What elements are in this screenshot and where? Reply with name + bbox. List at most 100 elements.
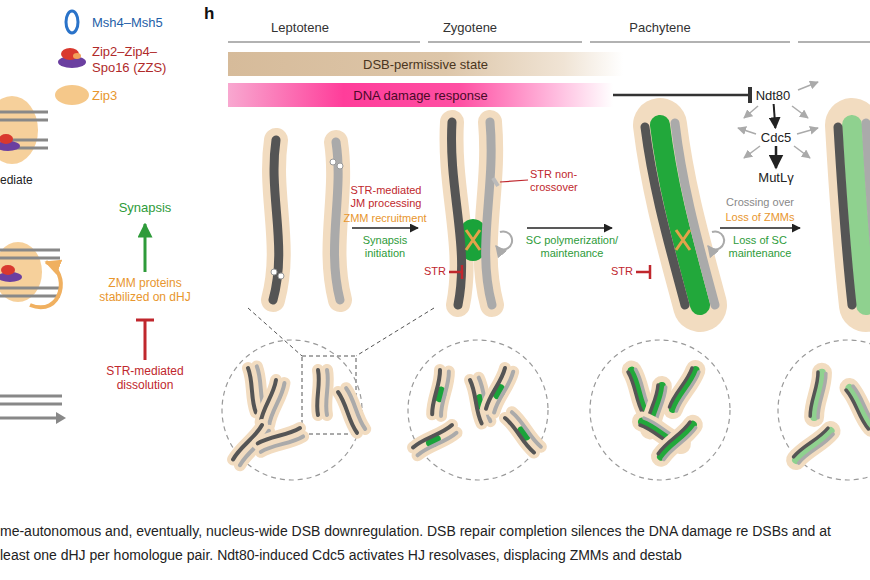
chromosome-pair xyxy=(412,424,457,457)
nucleus-outline xyxy=(408,340,548,480)
dsb-mark xyxy=(271,269,277,275)
zip3-shape xyxy=(0,96,38,164)
chromosome-pair xyxy=(317,370,328,415)
figure-caption: me-autonomous and, eventually, nucleus-w… xyxy=(0,520,840,568)
chromosome xyxy=(866,123,870,305)
node-text: MutLγ xyxy=(758,170,793,185)
chromosome-pair xyxy=(257,427,303,452)
legend-text: Zip3 xyxy=(92,88,117,103)
chromosome xyxy=(838,127,852,305)
stage-heading: Pachytene xyxy=(610,20,710,36)
msh4-msh5-icon xyxy=(66,11,78,33)
node-text: DSB-permissive state xyxy=(363,57,488,72)
annotation-text: Loss of SC maintenance xyxy=(712,234,808,260)
signal-arrow xyxy=(792,106,808,118)
chromatin-halo xyxy=(452,122,462,305)
state-band: DSB-permissive state xyxy=(228,52,623,76)
dsb-mark xyxy=(330,159,336,165)
signal-arrow xyxy=(738,128,756,134)
annotation-text: STR non-crossover xyxy=(530,168,610,194)
stage-arrow xyxy=(720,227,800,229)
dna-strand xyxy=(0,396,62,418)
annotation-text: ediate xyxy=(0,173,60,187)
annotation-text: Crossing over xyxy=(712,196,808,209)
chromosome-pair xyxy=(260,380,285,426)
chromosome-pair xyxy=(485,367,515,413)
chromosome xyxy=(452,122,462,305)
nucleus-outline xyxy=(778,340,870,480)
chromosome-pair xyxy=(337,388,366,433)
diplotene-chromosomes xyxy=(838,123,870,305)
annotation-text: Synapsis xyxy=(105,200,185,216)
inhibit-arrow xyxy=(136,320,154,360)
nucleus-outline xyxy=(590,340,730,480)
signal-node: Ndt80 xyxy=(750,86,796,104)
dsb-mark xyxy=(278,273,284,279)
node-text: DNA damage response xyxy=(353,88,487,103)
panel-letter: h xyxy=(204,4,224,24)
signal-arrow xyxy=(744,146,760,158)
annotation-text: STR xyxy=(424,265,454,278)
annotation-text: STR-mediated dissolution xyxy=(92,364,198,393)
signal-arrows xyxy=(738,82,818,158)
spo16-shape xyxy=(73,53,81,59)
curved-arrow xyxy=(708,231,724,249)
annotation-text: ZMM proteins stabilized on dHJ xyxy=(85,276,205,305)
signal-arrow xyxy=(744,106,758,118)
annotation-text: SC polymerization/ maintenance xyxy=(520,234,624,260)
annotation-text: ZMM recruitment xyxy=(335,212,435,225)
stage-arrow xyxy=(352,227,418,229)
zip2-shape xyxy=(0,134,13,144)
signal-node: Cdc5 xyxy=(758,128,794,146)
stage-timeline xyxy=(228,41,870,43)
chromosome-pair xyxy=(431,370,451,416)
promote-arrow xyxy=(144,224,147,272)
crossover-mark xyxy=(676,230,690,250)
zip2-shape xyxy=(1,265,15,275)
nuclei xyxy=(222,340,870,480)
dna-strand xyxy=(0,250,60,296)
zzs-icon xyxy=(58,48,86,68)
activation-connector xyxy=(774,104,776,128)
dna-strand xyxy=(0,112,48,148)
annotation-text: STR-mediated JM processing xyxy=(344,184,428,210)
stage-heading: Zygotene xyxy=(420,20,520,36)
legend-entry: Zip2–Zip4–Spo16 (ZZS) xyxy=(92,44,192,75)
inhibit-arrow xyxy=(449,265,462,279)
chromosome-pair xyxy=(669,368,700,412)
chromosome-pair xyxy=(809,372,826,418)
non-crossover-mark xyxy=(493,178,498,186)
signal-arrow xyxy=(798,82,818,90)
legend-entry: Zip3 xyxy=(92,88,152,104)
pachytene-chromosomes xyxy=(645,123,724,305)
annotation-text: Loss of ZMMs xyxy=(712,211,808,224)
inhibition-connector xyxy=(613,94,750,97)
chromosome-pair xyxy=(504,411,542,453)
curved-arrow xyxy=(496,231,512,249)
inhibit-arrow xyxy=(636,265,650,279)
chromosome-pair xyxy=(658,421,697,460)
signal-node: MutLγ xyxy=(752,168,800,186)
legend-entry: Msh4–Msh5 xyxy=(92,15,202,31)
arrow-head xyxy=(56,412,66,424)
crossover-mark xyxy=(466,230,480,250)
zip3-icon xyxy=(55,85,89,105)
state-band: DNA damage response xyxy=(228,83,613,107)
dsb-mark xyxy=(337,163,343,169)
chromosome xyxy=(486,122,492,305)
stage-arrow xyxy=(527,227,612,229)
leader-line xyxy=(500,180,528,182)
curved-arrow xyxy=(30,262,61,307)
zoom-line xyxy=(248,308,434,356)
stage-heading: Leptotene xyxy=(250,20,350,36)
leptotene-chromosomes xyxy=(271,140,343,300)
signal-arrow xyxy=(797,128,818,134)
activation-connector xyxy=(775,146,778,168)
node-text: Cdc5 xyxy=(761,130,791,145)
legend-text: Zip2–Zip4–Spo16 (ZZS) xyxy=(92,44,166,75)
chromosome-pair xyxy=(845,386,870,430)
legend-text: Msh4–Msh5 xyxy=(92,15,163,30)
chromatin-halo xyxy=(486,122,492,305)
